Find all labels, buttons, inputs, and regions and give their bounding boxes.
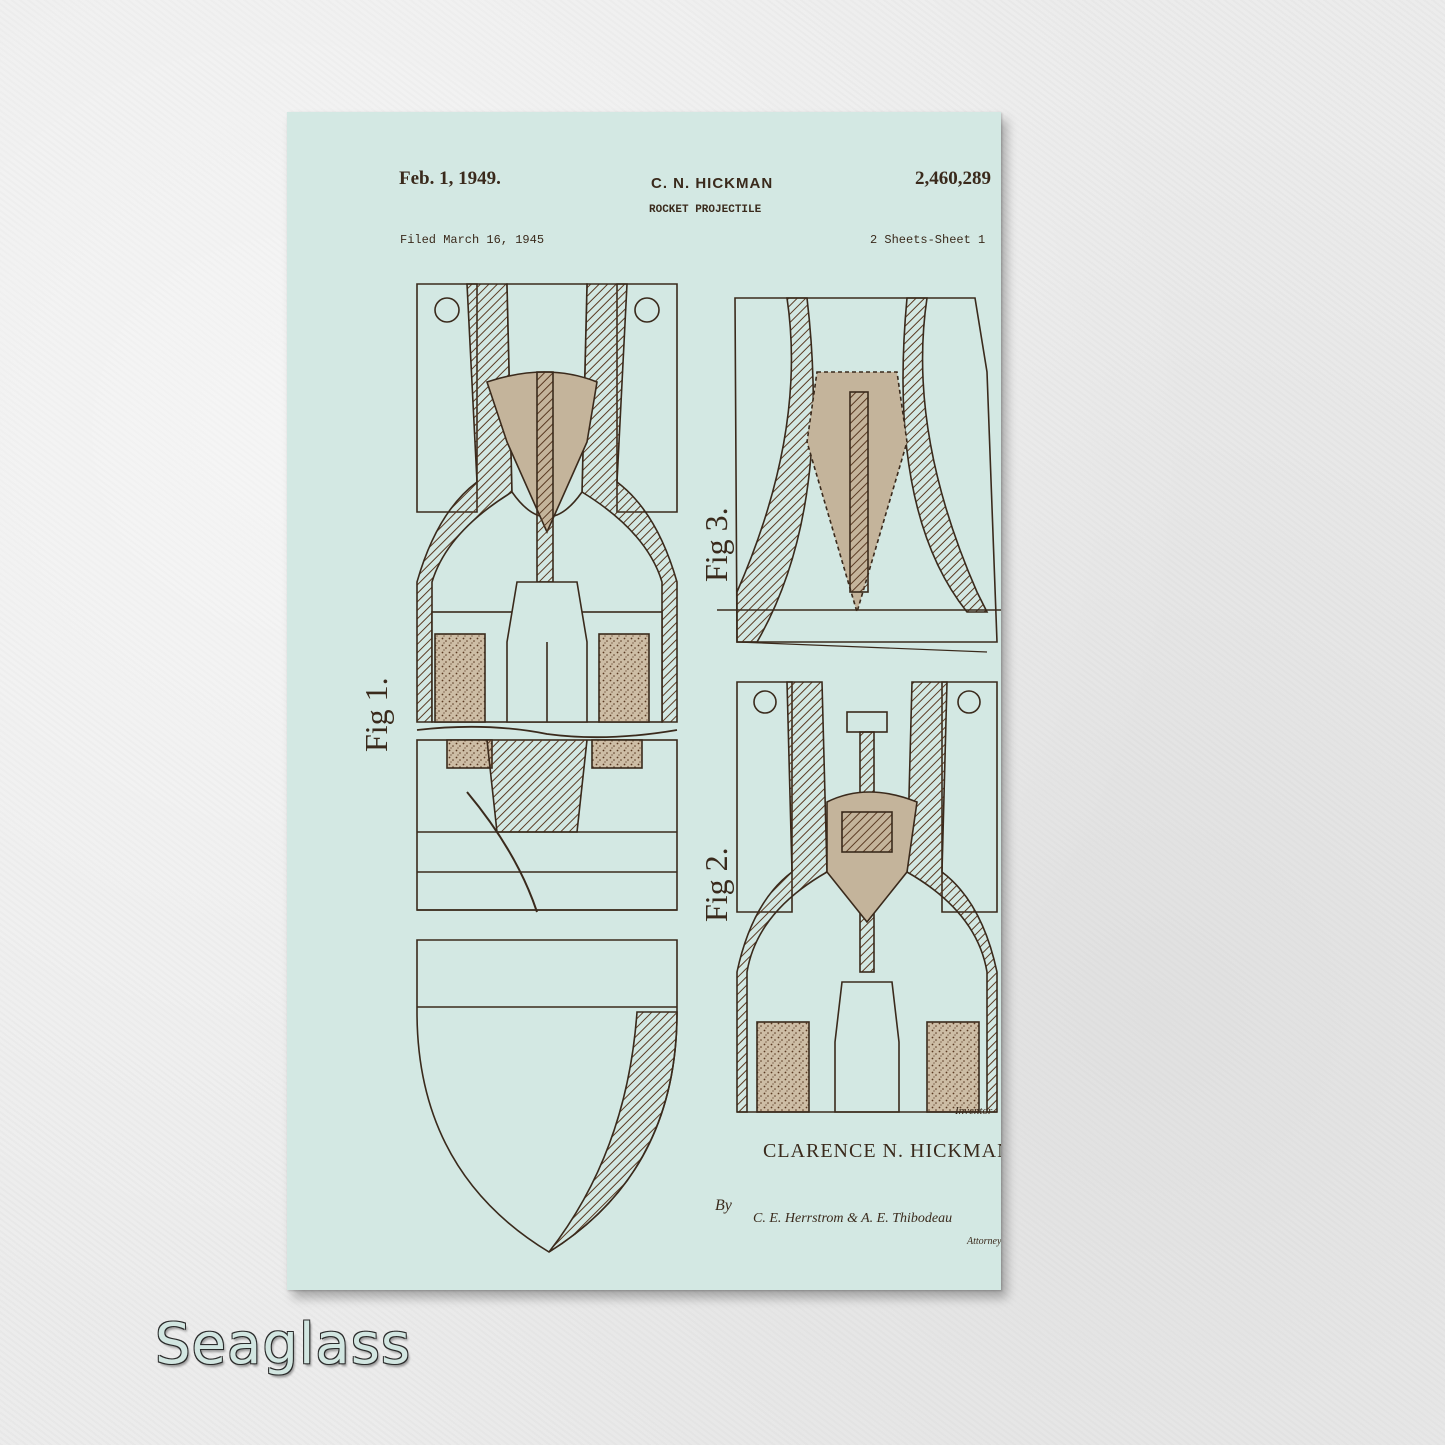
inventor-header: C. N. HICKMAN bbox=[651, 175, 774, 192]
figure-2-drawing bbox=[736, 681, 998, 1113]
figure-2-label: Fig 2. bbox=[698, 847, 734, 922]
attorneys-signature: C. E. Herrstrom & A. E. Thibodeau bbox=[753, 1211, 952, 1226]
patent-drawing: Fig 1. Fig 2. Fig 3. Inventor CLARENCE N… bbox=[358, 283, 1001, 1253]
patent-number: 2,460,289 bbox=[915, 168, 991, 189]
inventor-label: Inventor bbox=[954, 1105, 993, 1117]
color-name-caption: Seaglass bbox=[155, 1312, 412, 1377]
patent-print: Feb. 1, 1949. C. N. HICKMAN 2,460,289 RO… bbox=[287, 112, 1001, 1290]
figure-1-drawing bbox=[416, 283, 678, 1253]
figure-3-drawing bbox=[717, 297, 1001, 653]
filed-date: Filed March 16, 1945 bbox=[400, 233, 545, 247]
figure-3-label: Fig 3. bbox=[698, 507, 734, 582]
inventor-signature-name: CLARENCE N. HICKMAN, bbox=[763, 1140, 1001, 1162]
figure-1-label: Fig 1. bbox=[358, 677, 394, 752]
patent-title: ROCKET PROJECTILE bbox=[649, 204, 762, 216]
attorneys-label: Attorneys bbox=[966, 1236, 1001, 1247]
sheet-count: 2 Sheets-Sheet 1 bbox=[870, 233, 986, 247]
patent-date: Feb. 1, 1949. bbox=[399, 168, 501, 189]
by-label: By bbox=[715, 1197, 733, 1214]
